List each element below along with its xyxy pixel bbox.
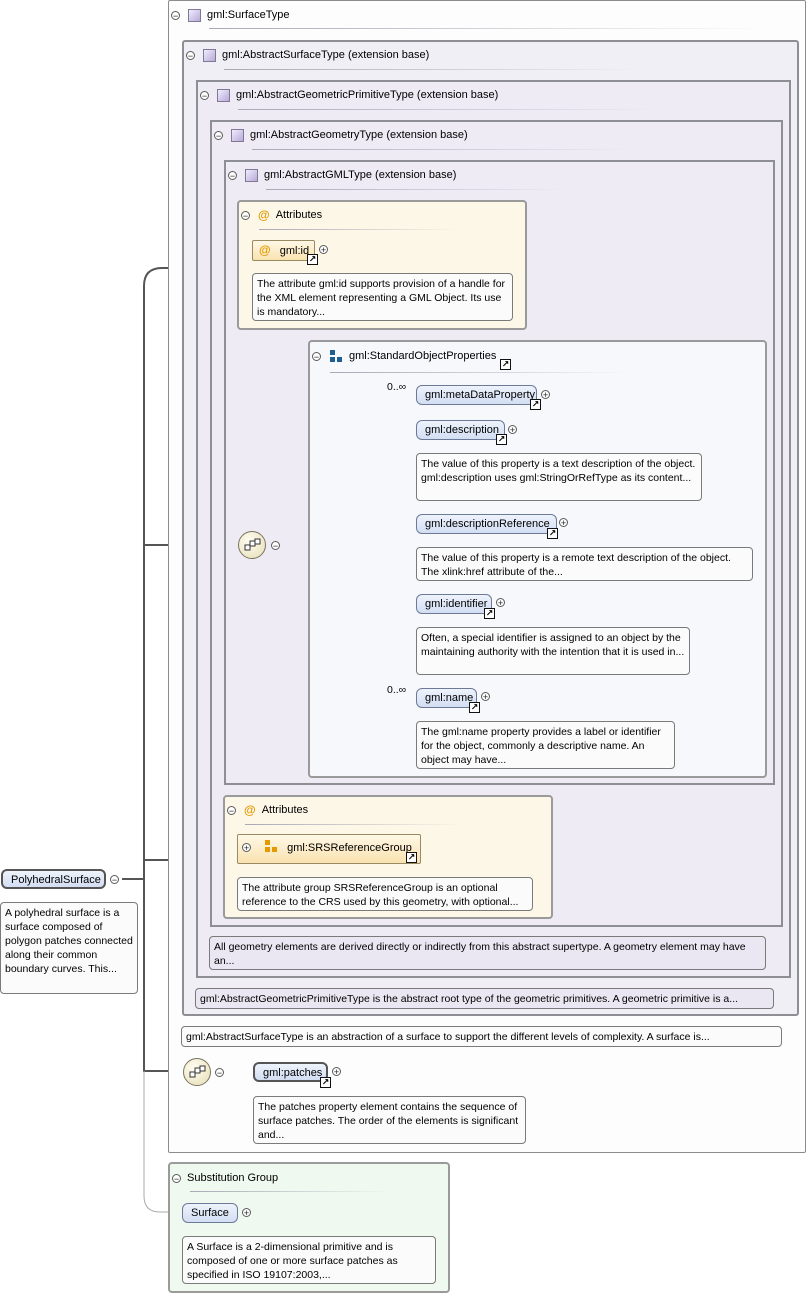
external-link-icon[interactable]: ↗ [547, 528, 558, 539]
external-link-icon[interactable]: ↗ [484, 608, 495, 619]
abstract-surface-type-label: gml:AbstractSurfaceType (extension base) [222, 49, 430, 61]
surface-type-label: gml:SurfaceType [207, 9, 290, 21]
plus-icon[interactable]: + [559, 518, 568, 528]
root-doc: A polyhedral surface is a surface compos… [0, 902, 138, 994]
occurs-label: 0..∞ [387, 684, 407, 696]
plus-icon[interactable]: + [481, 692, 490, 702]
collapse-icon[interactable]: − [110, 875, 119, 885]
complex-type-icon [203, 48, 216, 62]
collapse-icon[interactable]: − [200, 90, 209, 101]
element-identifier[interactable]: gml:identifier [416, 594, 492, 614]
external-link-icon[interactable]: ↗ [469, 702, 480, 713]
collapse-icon[interactable]: − [214, 130, 223, 141]
root-element-polyhedralsurface[interactable]: PolyhedralSurface [1, 869, 106, 889]
abstract-surface-doc: gml:AbstractSurfaceType is an abstractio… [181, 1026, 782, 1047]
identifier-doc: Often, a special identifier is assigned … [416, 627, 690, 675]
substitution-group-label: Substitution Group [187, 1172, 279, 1184]
external-link-icon[interactable]: ↗ [530, 399, 541, 410]
at-icon: @ [259, 243, 271, 257]
group-icon [330, 350, 342, 362]
collapse-icon[interactable]: − [172, 1173, 181, 1184]
abstract-geometry-doc: All geometry elements are derived direct… [209, 936, 766, 970]
complex-type-icon [188, 8, 201, 22]
abstract-primitive-doc: gml:AbstractGeometricPrimitiveType is th… [195, 988, 774, 1009]
gml-id-attribute[interactable]: @ gml:id [252, 240, 315, 261]
plus-icon[interactable]: + [319, 245, 328, 255]
external-link-icon[interactable]: ↗ [320, 1077, 331, 1088]
element-metadataproperty[interactable]: gml:metaDataProperty [416, 385, 537, 405]
occurs-label: 0..∞ [387, 381, 407, 393]
description-reference-doc: The value of this property is a remote t… [416, 547, 753, 581]
external-link-icon[interactable]: ↗ [496, 434, 507, 445]
at-icon: @ [258, 208, 270, 222]
gml-id-doc: The attribute gml:id supports provision … [252, 273, 513, 321]
sequence-compositor-outer[interactable] [238, 531, 266, 559]
element-descriptionreference[interactable]: gml:descriptionReference [416, 514, 557, 534]
collapse-icon[interactable]: − [171, 10, 180, 21]
collapse-icon[interactable]: − [271, 541, 280, 551]
plus-icon[interactable]: + [242, 843, 251, 853]
gml-id-label: gml:id [279, 245, 310, 257]
plus-icon[interactable]: + [496, 598, 505, 608]
element-description[interactable]: gml:description [416, 420, 505, 440]
collapse-icon[interactable]: − [228, 170, 237, 181]
external-link-icon[interactable]: ↗ [307, 254, 318, 265]
element-name[interactable]: gml:name [416, 688, 477, 708]
srs-reference-group-doc: The attribute group SRSReferenceGroup is… [237, 877, 533, 911]
at-icon: @ [244, 803, 256, 817]
collapse-icon[interactable]: − [241, 210, 250, 221]
plus-icon[interactable]: + [508, 425, 517, 435]
abstract-gml-type-label: gml:AbstractGMLType (extension base) [264, 169, 457, 181]
attributes-label: Attributes [275, 209, 323, 221]
srs-reference-group[interactable]: + gml:SRSReferenceGroup [237, 834, 421, 864]
patches-doc: The patches property element contains th… [253, 1096, 526, 1144]
plus-icon[interactable]: + [242, 1208, 251, 1218]
collapse-icon[interactable]: − [227, 805, 236, 816]
collapse-icon[interactable]: − [312, 351, 321, 362]
plus-icon[interactable]: + [541, 390, 550, 400]
srs-reference-group-label: gml:SRSReferenceGroup [287, 842, 412, 854]
plus-icon[interactable]: + [332, 1067, 341, 1077]
complex-type-icon [245, 168, 258, 182]
name-doc: The gml:name property provides a label o… [416, 721, 675, 769]
external-link-icon[interactable]: ↗ [406, 852, 417, 863]
description-doc: The value of this property is a text des… [416, 453, 702, 501]
element-patches[interactable]: gml:patches [253, 1062, 328, 1082]
attribute-group-icon [265, 840, 278, 852]
attributes-label: Attributes [261, 804, 309, 816]
collapse-icon[interactable]: − [215, 1068, 224, 1078]
standard-object-properties-label: gml:StandardObjectProperties [349, 350, 497, 362]
sequence-compositor-patches[interactable] [183, 1058, 211, 1086]
abstract-geometry-type-label: gml:AbstractGeometryType (extension base… [250, 129, 468, 141]
collapse-icon[interactable]: − [186, 50, 195, 61]
complex-type-icon [231, 128, 244, 142]
surface-doc: A Surface is a 2-dimensional primitive a… [182, 1236, 436, 1284]
element-surface[interactable]: Surface [182, 1203, 238, 1223]
abstract-primitive-type-label: gml:AbstractGeometricPrimitiveType (exte… [236, 89, 499, 101]
complex-type-icon [217, 88, 230, 102]
external-link-icon[interactable]: ↗ [500, 359, 511, 370]
